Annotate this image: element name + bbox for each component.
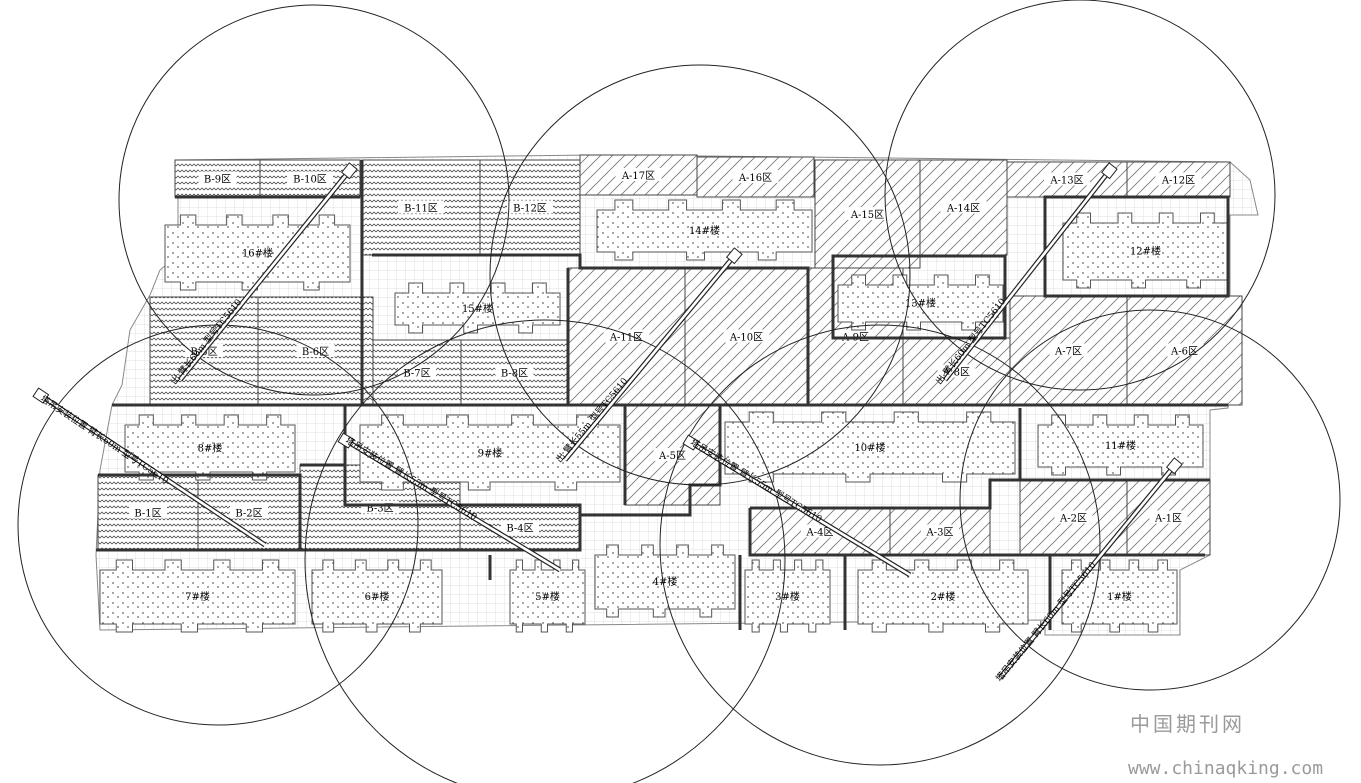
crane-base-icon <box>1165 457 1183 475</box>
crane-base-icon <box>682 434 700 451</box>
zone-b-4: B-4区 <box>459 504 581 551</box>
zone-label: A-13区 <box>1049 175 1083 187</box>
zone-label: A-11区 <box>609 332 643 344</box>
zone-a-10: A-10区 <box>684 267 809 406</box>
building-label: 6#楼 <box>365 590 390 603</box>
zone-b-6: B-6区 <box>257 296 374 406</box>
zone-label: A-17区 <box>621 170 655 182</box>
building-label: 7#楼 <box>185 590 210 603</box>
building-label: 12#楼 <box>1130 245 1161 258</box>
zone-a-12: A-12区 <box>1126 161 1231 198</box>
crane-base-icon <box>1101 162 1118 180</box>
building-label: 16#楼 <box>242 247 273 260</box>
watermark-name: 中国期刊网 <box>1130 712 1245 736</box>
building-14: 14#楼 <box>596 199 813 261</box>
zone-label: A-5区 <box>658 450 686 462</box>
building-9: 9#楼 <box>359 414 621 491</box>
zone-label: A-1区 <box>1154 513 1182 525</box>
zone-a-7: A-7区 <box>1009 295 1128 406</box>
building-13: 13#楼 <box>837 274 1004 331</box>
zone-label: A-7区 <box>1054 346 1082 358</box>
crane-base-icon <box>725 247 743 265</box>
zone-b-12: B-12区 <box>479 159 581 256</box>
building-16: 16#楼 <box>164 214 351 291</box>
building-8: 8#楼 <box>124 414 296 481</box>
crane-circle <box>659 324 1101 766</box>
building-5: 5#楼 <box>509 559 586 633</box>
zone-label: A-12区 <box>1161 175 1195 187</box>
building-6: 6#楼 <box>311 559 443 633</box>
zone-b-7: B-7区 <box>372 339 462 406</box>
crane-coverage-circles <box>17 0 1341 783</box>
building-3: 3#楼 <box>744 559 831 633</box>
buildings: 16#楼 14#楼 12#楼 15#楼 13#楼 8#楼 9#楼 10#楼 11#楼 7#楼 6#楼… <box>99 199 1229 633</box>
zone-a-15: A-15区 <box>814 159 921 269</box>
zone-label: B-2区 <box>235 508 262 520</box>
building-label: 9#楼 <box>478 447 503 460</box>
zone-a-8: A-8区 <box>902 337 1011 406</box>
zone-label: A-4区 <box>806 527 834 539</box>
crane-base-icon <box>337 432 355 449</box>
crane-circle <box>489 64 911 486</box>
building-label: 2#楼 <box>931 590 956 603</box>
building-label: 8#楼 <box>198 442 223 455</box>
building-label: 3#楼 <box>775 590 800 603</box>
zone-label: B-6区 <box>302 346 329 358</box>
zone-label: B-9区 <box>204 174 231 186</box>
building-label: 15#楼 <box>462 302 493 315</box>
building-10: 10#楼 <box>724 411 1016 483</box>
zone-b-9: B-9区 <box>174 159 261 198</box>
zone-a-16: A-16区 <box>696 156 815 198</box>
zone-label: A-10区 <box>729 332 763 344</box>
crane-circle <box>959 309 1341 691</box>
building-4: 4#楼 <box>594 544 736 618</box>
zone-label: A-14区 <box>946 203 980 215</box>
building-11: 11#楼 <box>1037 414 1204 476</box>
crane-circle <box>118 4 510 396</box>
building-1: 1#楼 <box>1061 559 1178 633</box>
building-12: 12#楼 <box>1062 212 1229 289</box>
zone-a-1: A-1区 <box>1126 479 1211 556</box>
watermark-url: www.chinaqking.com <box>1128 758 1324 779</box>
zone-label: A-6区 <box>1170 346 1198 358</box>
building-label: 11#楼 <box>1105 439 1136 452</box>
zone-a-6: A-6区 <box>1126 295 1243 406</box>
building-label: 14#楼 <box>689 224 720 237</box>
zone-b-1: B-1区 <box>97 474 199 551</box>
zone-label: B-12区 <box>513 203 547 215</box>
zone-label: B-10区 <box>293 174 327 186</box>
zone-label: B-1区 <box>134 508 161 520</box>
zone-label: A-15区 <box>850 209 884 221</box>
crane-base-icon <box>32 387 50 404</box>
building-label: 10#楼 <box>854 441 885 454</box>
building-2: 2#楼 <box>857 559 1029 633</box>
building-label: 5#楼 <box>535 590 560 603</box>
zone-label: A-3区 <box>926 527 954 539</box>
zone-a-17: A-17区 <box>579 154 698 196</box>
zone-label: A-2区 <box>1059 513 1087 525</box>
zone-b-8: B-8区 <box>460 339 569 406</box>
building-label: 13#楼 <box>905 297 936 310</box>
crane-base-icon <box>341 162 358 180</box>
building-15: 15#楼 <box>394 282 561 334</box>
zone-b-11: B-11区 <box>361 159 481 256</box>
zone-label: A-16区 <box>738 172 772 184</box>
zone-label: B-7区 <box>403 368 430 380</box>
building-label: 1#楼 <box>1107 590 1132 603</box>
crane-circle <box>884 0 1276 391</box>
zone-a-3: A-3区 <box>889 507 991 556</box>
zone-boundaries <box>96 160 1230 630</box>
zone-label: B-4区 <box>506 523 533 535</box>
zone-label: B-11区 <box>404 203 438 215</box>
zone-a-14: A-14区 <box>919 159 1008 256</box>
building-label: 4#楼 <box>653 575 678 588</box>
crane-circle <box>304 319 786 783</box>
building-7: 7#楼 <box>99 559 296 633</box>
crane-circle <box>17 324 419 726</box>
